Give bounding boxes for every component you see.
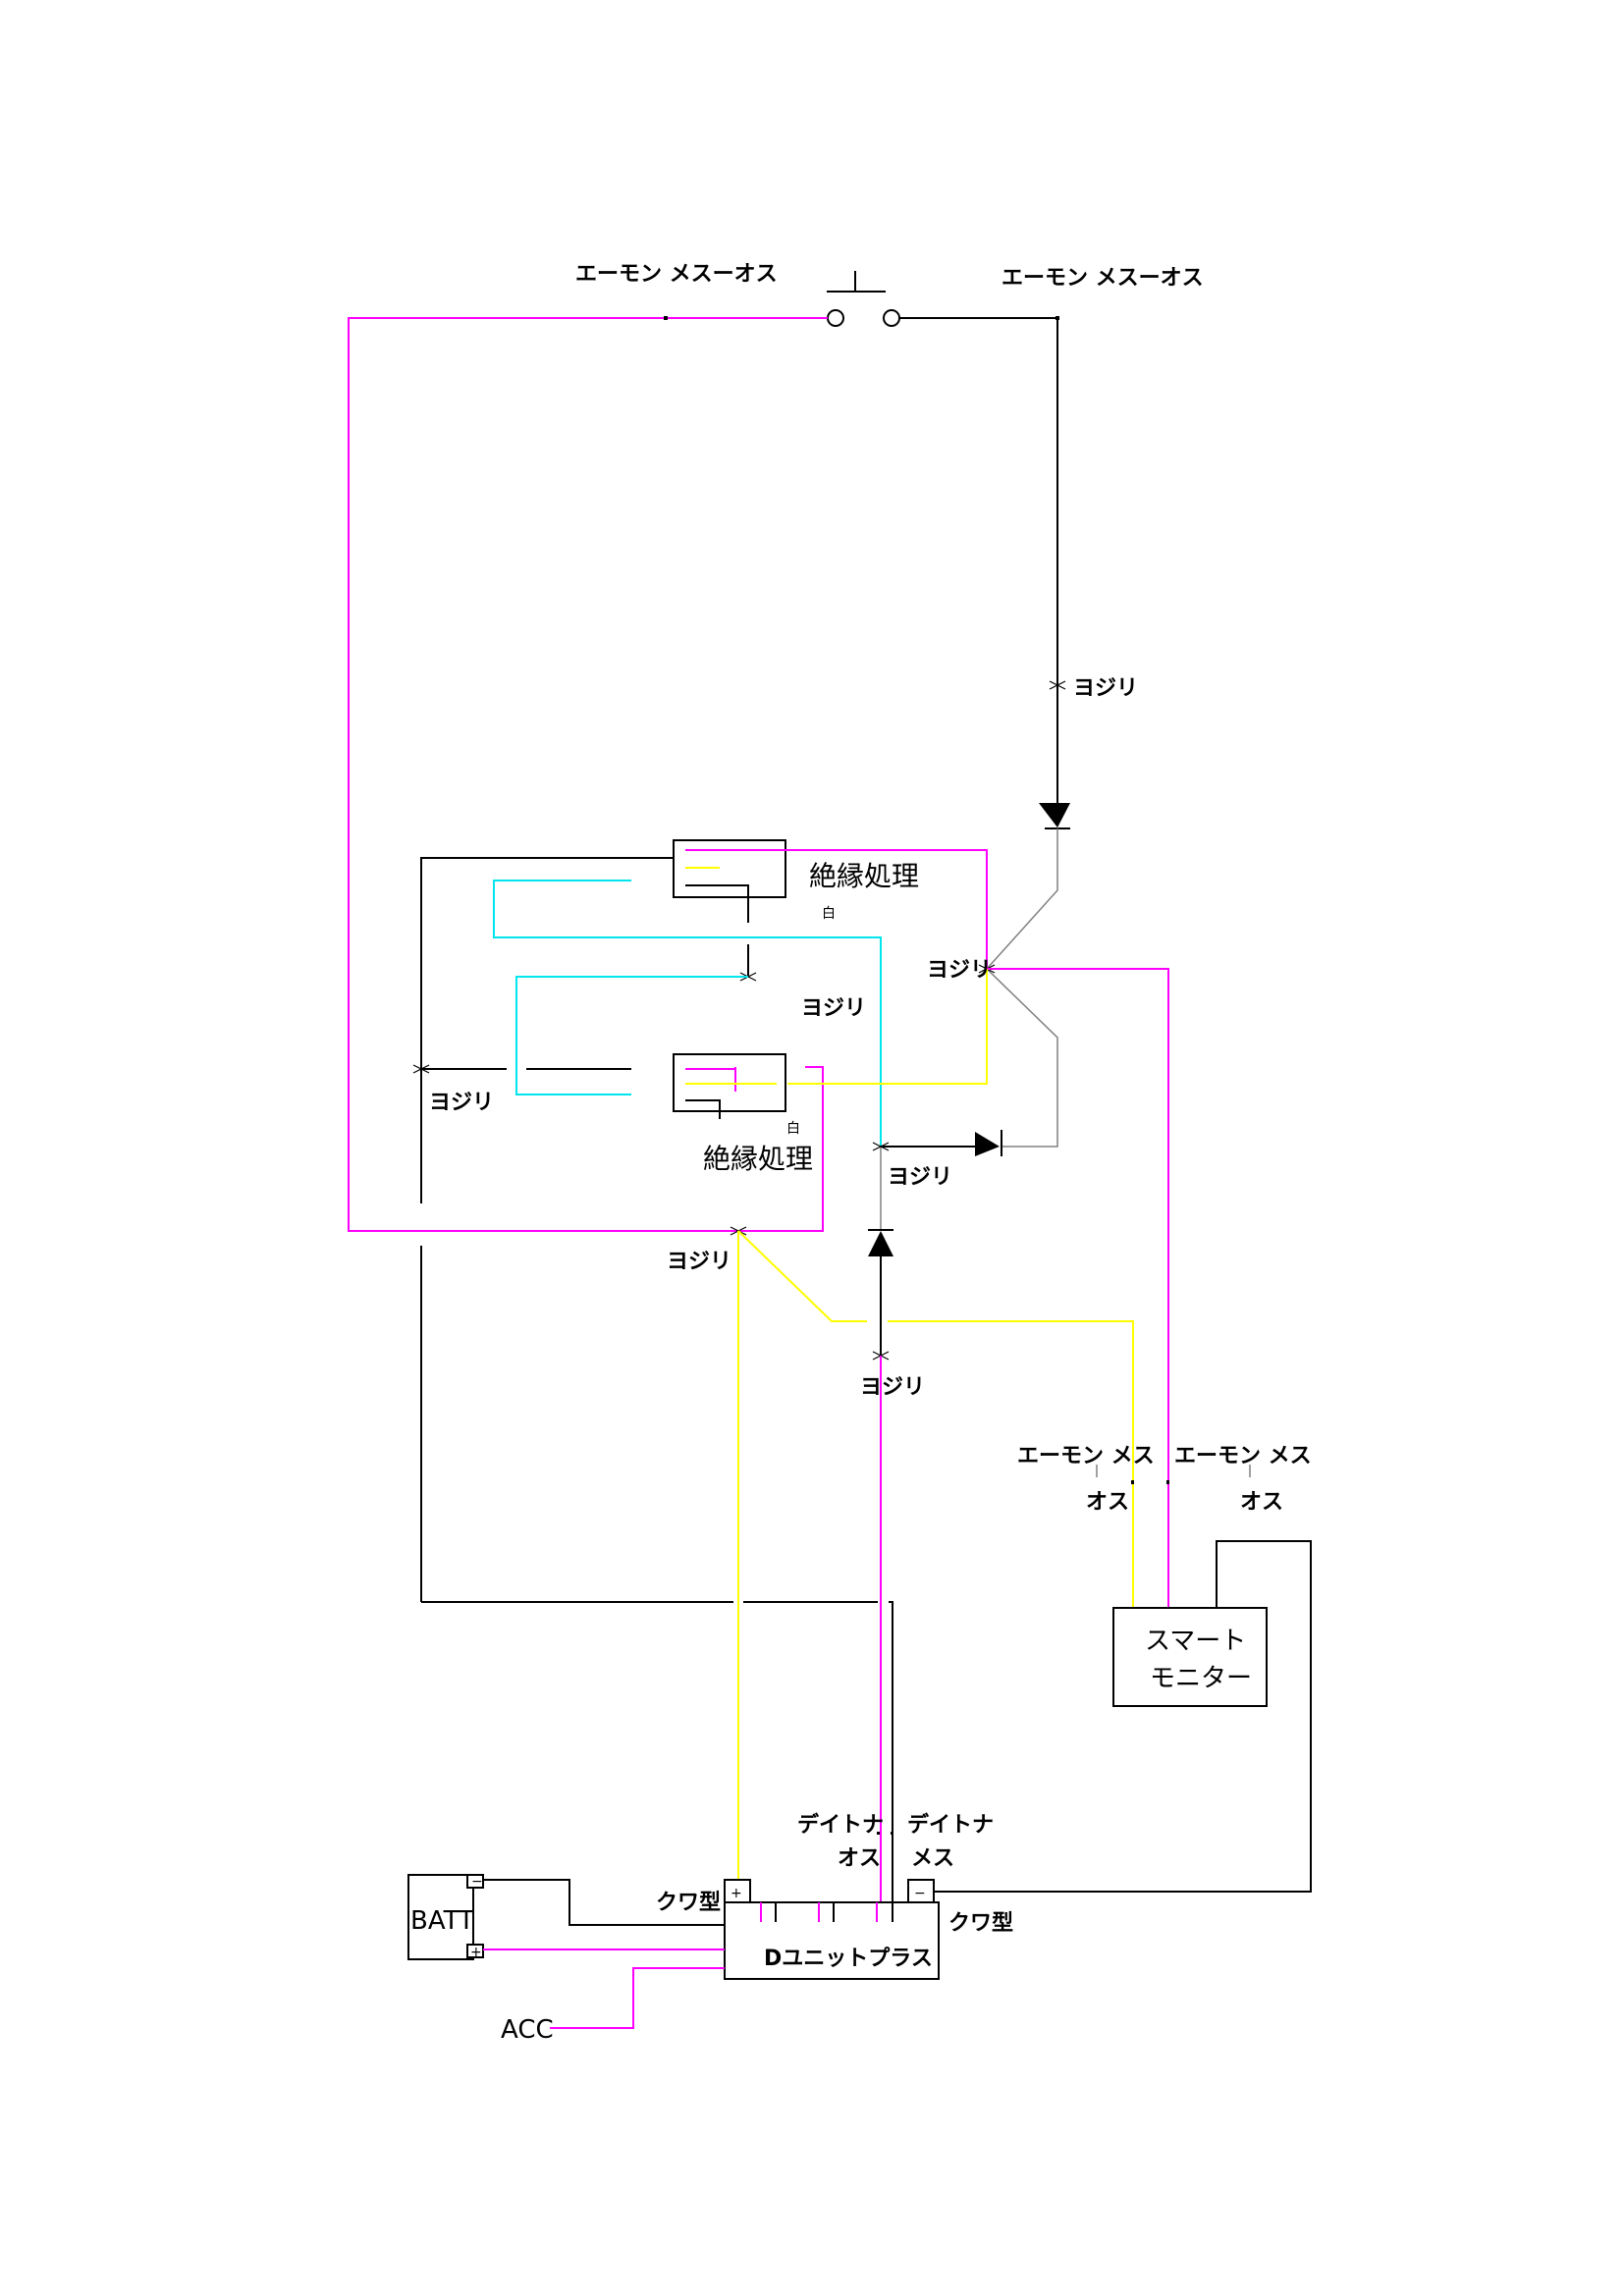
- label-daytona-female-top: デイトナ: [907, 1812, 994, 1838]
- label-connector-mid-1-top: エーモン メス: [1017, 1444, 1155, 1468]
- label-splice: ヨジリ: [801, 996, 866, 1021]
- label-smart-monitor-line1: スマート: [1145, 1627, 1246, 1656]
- wire-black-relay1-in: [420, 857, 631, 1203]
- smart-monitor: [1112, 1607, 1268, 1707]
- splice-marker: [1049, 680, 1066, 690]
- label-splice: ヨジリ: [667, 1250, 731, 1274]
- splice-marker: [872, 1142, 890, 1151]
- label-plus-terminal: +: [731, 1886, 742, 1901]
- diode-2: [975, 1130, 1002, 1156]
- wire-yellow-diagonal: [737, 1230, 867, 1322]
- connector-dot: [664, 316, 668, 320]
- label-connector-mid-2-bottom: オス: [1240, 1490, 1283, 1515]
- label-insulation-1: 絶縁処理: [809, 860, 919, 892]
- push-switch: [827, 271, 900, 327]
- label-batt-plus: +: [470, 1945, 482, 1960]
- switch-terminal-left: [827, 309, 844, 327]
- label-daytona-female-bottom: メス: [911, 1846, 954, 1871]
- label-acc: ACC: [501, 2015, 554, 2045]
- label-smart-monitor-line2: モニター: [1150, 1664, 1252, 1693]
- label-splice: ヨジリ: [429, 1091, 494, 1115]
- battery: [407, 1874, 474, 1960]
- label-insulation-2: 絶縁処理: [703, 1143, 813, 1175]
- label-connector-mid-1-bottom: オス: [1086, 1490, 1129, 1515]
- label-splice: ヨジリ: [1073, 676, 1138, 701]
- wire-magenta-monitor: [987, 968, 1169, 1610]
- wire-acc: [550, 1967, 725, 2029]
- label-batt: BATT: [410, 1906, 474, 1936]
- label-splice: ヨジリ: [927, 958, 992, 983]
- label-daytona-male-top: デイトナ: [797, 1812, 884, 1838]
- label-connector-top-right: エーモン メスーオス: [1001, 266, 1204, 291]
- minus-terminal: [907, 1879, 935, 1903]
- wire-black-monitor: [934, 1540, 1312, 1893]
- diode-1: [1039, 803, 1070, 829]
- wire-cyan-relay1: [493, 880, 882, 1147]
- wire-white-relay2: [685, 1099, 721, 1119]
- label-kuwa-right: クワ型: [948, 1911, 1013, 1936]
- wire-white-relay1: [685, 884, 749, 923]
- label-daytona-male-bottom: オス: [838, 1846, 881, 1871]
- wire-gray-upper: [986, 828, 1058, 970]
- label-minus-terminal: −: [914, 1886, 926, 1901]
- splice-marker: [412, 1064, 430, 1074]
- wire-magenta-top-loop: [348, 317, 828, 1232]
- label-connector-top-left: エーモン メスーオス: [575, 262, 778, 287]
- label-d-unit: Dユニットプラス: [764, 1947, 933, 1971]
- label-batt-minus: −: [471, 1874, 483, 1890]
- label-kuwa-left: クワ型: [656, 1891, 721, 1915]
- wire-cyan-relay2-loop: [515, 976, 748, 1095]
- label-white-1: 白: [822, 906, 836, 922]
- wire-black-top-right: [899, 317, 1058, 807]
- plus-terminal: [724, 1879, 751, 1903]
- label-white-2: 白: [786, 1121, 800, 1137]
- battery-plus-terminal: [466, 1944, 484, 1958]
- label-splice: ヨジリ: [888, 1165, 952, 1190]
- wire-batt-minus: [483, 1879, 725, 1926]
- wire-gray-lower: [986, 968, 1058, 1148]
- label-splice: ヨジリ: [860, 1375, 925, 1400]
- wire-magenta-relay1: [685, 849, 988, 969]
- label-connector-mid-2-top: エーモン メス: [1174, 1444, 1312, 1468]
- switch-terminal-right: [883, 309, 900, 327]
- diode-3: [868, 1229, 893, 1256]
- battery-minus-terminal: [466, 1874, 484, 1889]
